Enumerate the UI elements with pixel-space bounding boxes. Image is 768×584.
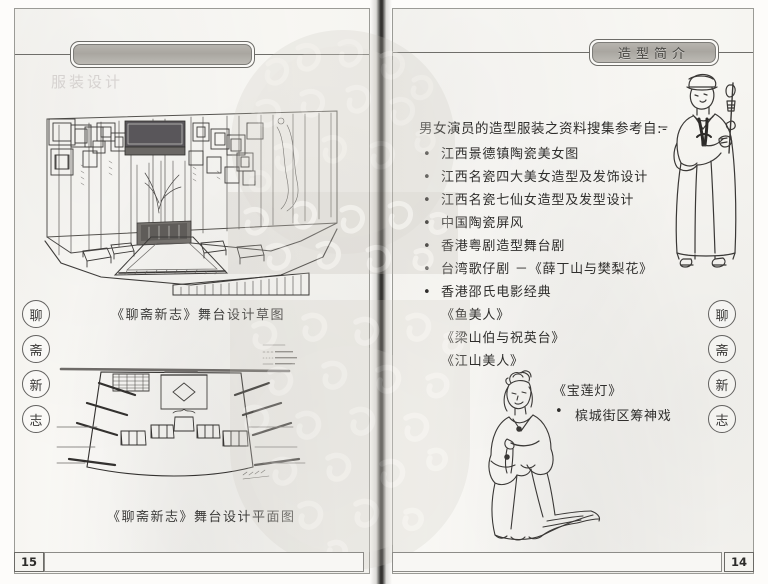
- bleed-through-text-right: [433, 91, 439, 104]
- header-rule-left-b: [255, 54, 369, 55]
- right-header-plaque: 造型简介: [589, 39, 719, 66]
- footer-bar-right: [392, 552, 722, 572]
- left-header-plaque: [70, 41, 255, 68]
- stage-perspective-sketch: [41, 105, 341, 296]
- seal-stamp: 斋: [22, 335, 50, 363]
- seal-stamp: 新: [708, 370, 736, 398]
- list-item-title: 《梁山伯与祝英台》: [441, 331, 566, 346]
- left-page: 服装设计: [14, 8, 370, 574]
- left-header-plaque-label: [73, 44, 252, 65]
- seal-stamp: 斋: [708, 335, 736, 363]
- right-page: 造型简介 男女演员的造型服装之资料搜集参考自:- 江西景德镇陶瓷美女图 江西名瓷…: [392, 8, 754, 574]
- seal-stamp: 聊: [708, 300, 736, 328]
- header-rule-right-b: [719, 52, 753, 53]
- seal-stamp-column-left: 聊 斋 新 志: [22, 300, 50, 433]
- list-item: 中国陶瓷屏风: [419, 212, 653, 235]
- page-number-right: 14: [724, 552, 754, 572]
- seal-stamp: 新: [22, 370, 50, 398]
- male-scholar-costume-sketch: [658, 67, 753, 282]
- book-spine-gutter: [370, 0, 392, 584]
- figure-caption-floorplan: 《聊斋新志》舞台设计平面图: [107, 510, 296, 525]
- seal-stamp: 志: [22, 405, 50, 433]
- header-rule-right-a: [393, 52, 589, 53]
- stage-floorplan-drawing: [56, 339, 347, 499]
- list-item: 江西名瓷七仙女造型及发型设计: [419, 189, 653, 212]
- figure-caption-sketch: 《聊斋新志》舞台设计草图: [111, 308, 286, 323]
- list-item: 江西名瓷四大美女造型及发饰设计: [419, 166, 653, 189]
- female-costume-sketch: [481, 369, 611, 549]
- reference-source-list: 江西景德镇陶瓷美女图 江西名瓷四大美女造型及发饰设计 江西名瓷七仙女造型及发型设…: [419, 143, 653, 373]
- intro-line: 男女演员的造型服装之资料搜集参考自:-: [419, 121, 668, 137]
- bleed-through-text: 服装设计: [51, 73, 124, 91]
- seal-stamp: 聊: [22, 300, 50, 328]
- page-number-left: 15: [14, 552, 44, 572]
- list-item: 香港粤剧造型舞台剧: [419, 235, 653, 258]
- seal-stamp-column-right: 聊 斋 新 志: [708, 300, 736, 433]
- list-item: 江西景德镇陶瓷美女图: [419, 143, 653, 166]
- list-item-title: 《鱼美人》: [441, 308, 511, 323]
- play-title-baolian: 《宝莲灯》: [553, 384, 623, 399]
- footer-bar-left: [44, 552, 364, 572]
- list-item-title: 《江山美人》: [441, 354, 524, 369]
- right-header-plaque-label: 造型简介: [592, 42, 716, 63]
- list-item: 台湾歌仔剧 －《薛丁山与樊梨花》: [419, 258, 653, 281]
- list-item: 香港邵氏电影经典: [419, 281, 653, 304]
- seal-stamp: 志: [708, 405, 736, 433]
- header-rule-left-a: [15, 54, 71, 55]
- list-item-bincheng: 槟城街区筹神戏: [553, 404, 672, 424]
